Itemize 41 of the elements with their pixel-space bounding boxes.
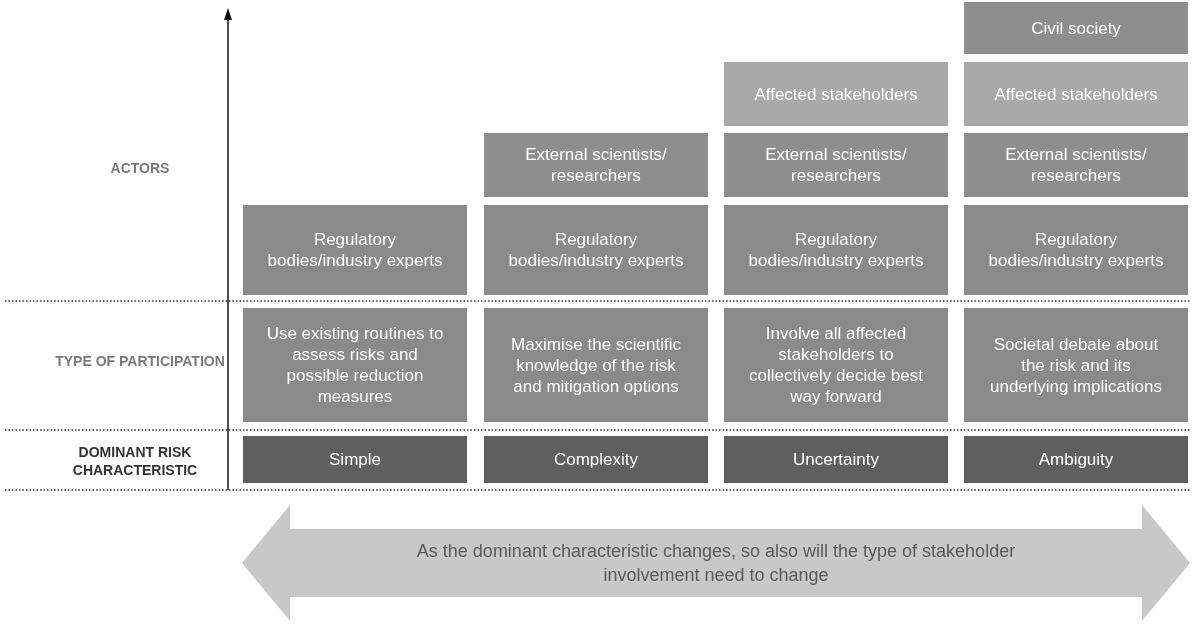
category-box [724, 62, 948, 126]
box-text: Civil society [1031, 17, 1121, 39]
category-box [724, 133, 948, 197]
box-text: As the dominant characteristic changes, so also will the type of stakeholder involvement need to change [415, 540, 1017, 587]
category-box [964, 308, 1188, 422]
category-box [243, 436, 467, 483]
box-text: Complexity [553, 449, 639, 470]
category-box [724, 205, 948, 295]
category-box [964, 133, 1188, 197]
row-heading: DOMINANT RISK CHARACTERISTIC [71, 443, 199, 479]
double-arrow [242, 505, 1190, 621]
box-text: Regulatory bodies/industry experts [266, 229, 444, 271]
box-text: Affected stakeholders [754, 83, 918, 105]
box-text: Regulatory bodies/industry experts [747, 229, 925, 271]
box-text: Involve all affected stakeholders to collectively decide best way forward [748, 323, 924, 407]
box-text: Ambiguity [1038, 449, 1114, 470]
category-box [243, 205, 467, 295]
box-text: External scientists/ researchers [1004, 144, 1148, 186]
category-box [484, 133, 708, 197]
box-text: Societal debate about the risk and its underlying implications [989, 333, 1163, 397]
category-box [724, 436, 948, 483]
category-box [484, 308, 708, 422]
category-box [964, 2, 1188, 54]
box-text: Simple [329, 449, 381, 470]
row-heading: TYPE OF PARTICIPATION [54, 352, 226, 370]
category-box [484, 205, 708, 295]
category-box [484, 436, 708, 483]
category-box [724, 308, 948, 422]
box-text: External scientists/ researchers [524, 144, 668, 186]
box-text: Affected stakeholders [994, 83, 1158, 105]
box-text: Regulatory bodies/industry experts [987, 229, 1165, 271]
box-text: Maximise the scientific knowledge of the risk and mitigation options [509, 333, 683, 397]
box-text: Use existing routines to assess risks and possible reduction measures [265, 323, 445, 407]
row-heading: ACTORS [109, 159, 171, 177]
box-text: Regulatory bodies/industry experts [507, 229, 685, 271]
category-box [243, 308, 467, 422]
box-text: Uncertainty [793, 449, 879, 470]
category-box [964, 205, 1188, 295]
category-box [964, 436, 1188, 483]
category-box [964, 62, 1188, 126]
box-text: External scientists/ researchers [764, 144, 908, 186]
